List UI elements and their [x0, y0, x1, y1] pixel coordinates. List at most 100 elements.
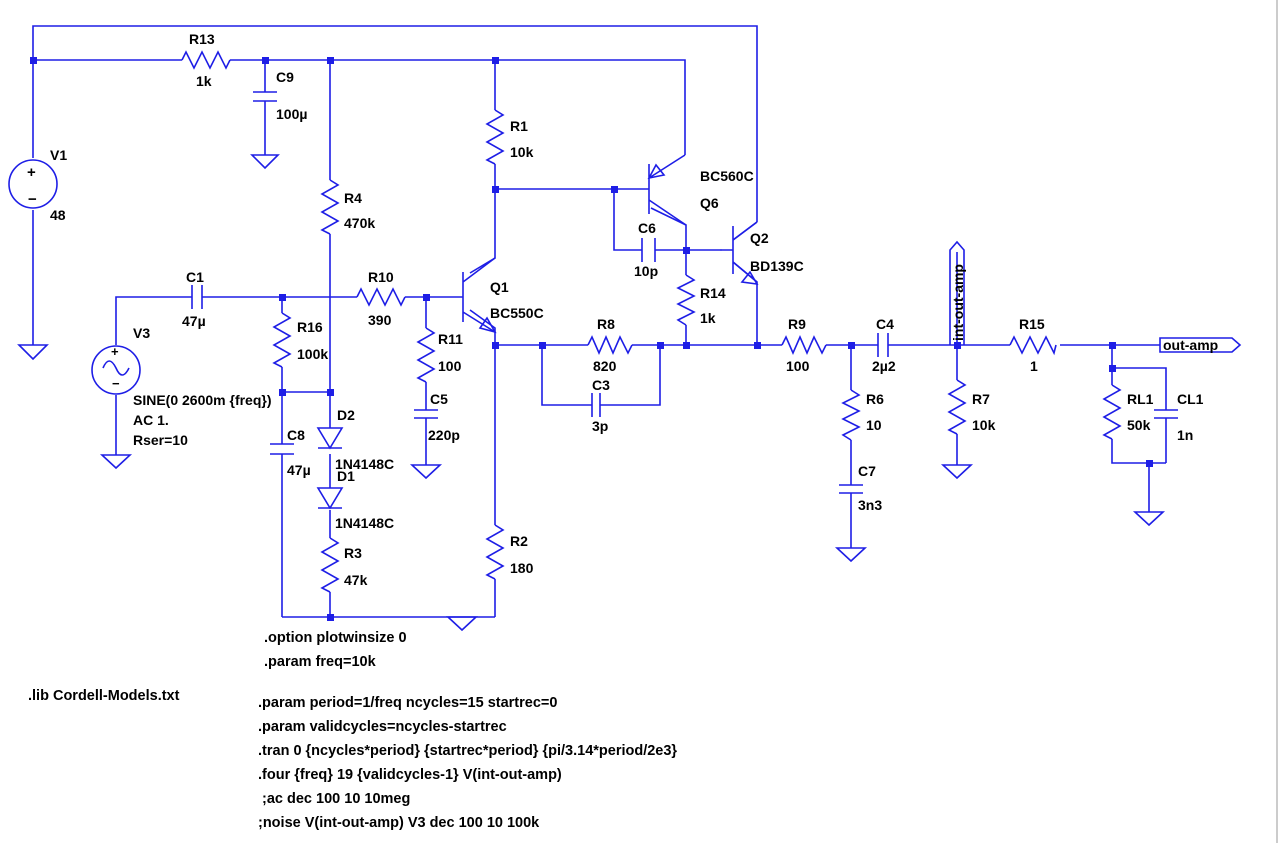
- ground-icon: [1132, 511, 1166, 527]
- c3-name: C3: [592, 377, 610, 393]
- ground-icon: [250, 154, 280, 170]
- r7-value: 10k: [972, 417, 996, 433]
- spice-directives: .option plotwinsize 0 .param freq=10k .l…: [28, 630, 677, 831]
- r11-symbol: [416, 327, 436, 383]
- r3-symbol: [320, 537, 340, 593]
- cl1-symbol: [1154, 409, 1178, 419]
- capacitor-symbols: [191, 91, 1178, 494]
- r16-symbol: [272, 312, 292, 368]
- resistor-symbols: [181, 50, 1122, 593]
- int-out-amp-label: int-out-amp: [950, 264, 966, 341]
- r13-name: R13: [189, 31, 215, 47]
- r16-value: 100k: [297, 346, 328, 362]
- q2-symbol: [722, 221, 759, 286]
- c4-symbol: [877, 333, 889, 357]
- c8-symbol: [270, 443, 294, 455]
- r1-name: R1: [510, 118, 528, 134]
- ground-icon: [834, 547, 868, 563]
- r10-symbol: [356, 287, 406, 307]
- net-flags: int-out-amp out-amp: [949, 240, 1242, 353]
- r6-value: 10: [866, 417, 882, 433]
- directive-param-freq: .param freq=10k: [264, 654, 377, 670]
- r6-name: R6: [866, 391, 884, 407]
- q1-name: Q1: [490, 279, 509, 295]
- r8-name: R8: [597, 316, 615, 332]
- r8-symbol: [587, 335, 633, 355]
- r2-value: 180: [510, 560, 534, 576]
- c3-symbol: [591, 393, 601, 417]
- directive-tran: .tran 0 {ncycles*period} {startrec*perio…: [258, 743, 677, 759]
- directive-ac: ;ac dec 100 10 10meg: [258, 791, 410, 807]
- int-out-amp-flag: [949, 240, 965, 345]
- plus-icon: +: [27, 164, 36, 181]
- r4-symbol: [320, 179, 340, 235]
- r14-value: 1k: [700, 310, 716, 326]
- out-amp-flag: [1159, 337, 1242, 353]
- v1-name: V1: [50, 147, 67, 163]
- r16-name: R16: [297, 319, 323, 335]
- directive-noise: ;noise V(int-out-amp) V3 dec 100 10 100k: [258, 815, 540, 831]
- d2-model: 1N4148C: [335, 456, 394, 472]
- out-amp-label: out-amp: [1163, 337, 1218, 353]
- r4-value: 470k: [344, 215, 375, 231]
- c7-value: 3n3: [858, 497, 882, 513]
- r9-symbol: [781, 335, 827, 355]
- directive-option: .option plotwinsize 0: [264, 630, 407, 646]
- grounds: [17, 154, 1166, 632]
- d1-symbol: [316, 487, 344, 510]
- r9-name: R9: [788, 316, 806, 332]
- r7-name: R7: [972, 391, 990, 407]
- r15-name: R15: [1019, 316, 1045, 332]
- component-labels: R13 1k C9 100µ V1 48 R1 10k R4 470k BC56…: [50, 31, 1204, 588]
- c5-value: 220p: [428, 427, 460, 443]
- v3-name: V3: [133, 325, 150, 341]
- c9-name: C9: [276, 69, 294, 85]
- diode-symbols: [316, 427, 344, 510]
- r1-value: 10k: [510, 144, 534, 160]
- directive-param-valid: .param validcycles=ncycles-startrec: [258, 719, 507, 735]
- d2-name: D2: [337, 407, 355, 423]
- c5-name: C5: [430, 391, 448, 407]
- junctions: [30, 57, 1153, 621]
- r14-name: R14: [700, 285, 726, 301]
- ground-icon: [99, 454, 133, 470]
- r15-value: 1: [1030, 358, 1038, 374]
- c6-value: 10p: [634, 263, 658, 279]
- c3-value: 3p: [592, 418, 608, 434]
- rl1-name: RL1: [1127, 391, 1154, 407]
- v3-rser: Rser=10: [133, 432, 188, 448]
- q1-symbol: [450, 257, 497, 334]
- q1-model: BC550C: [490, 305, 544, 321]
- wires: [32, 25, 1167, 618]
- r13-value: 1k: [196, 73, 212, 89]
- r3-value: 47k: [344, 572, 368, 588]
- ground-icon: [940, 464, 974, 480]
- rl1-symbol: [1102, 384, 1122, 440]
- r6-symbol: [841, 389, 861, 441]
- v1-symbol: [8, 159, 58, 209]
- svg-text:−: −: [112, 376, 120, 391]
- q6-model: BC560C: [700, 168, 754, 184]
- c7-symbol: [839, 484, 863, 494]
- directive-four: .four {freq} 19 {validcycles-1} V(int-ou…: [258, 767, 562, 783]
- c5-symbol: [414, 409, 438, 419]
- c1-value: 47µ: [182, 313, 206, 329]
- c1-symbol: [191, 285, 203, 309]
- c4-value: 2µ2: [872, 358, 896, 374]
- d1-model: 1N4148C: [335, 515, 394, 531]
- c8-name: C8: [287, 427, 305, 443]
- r13-symbol: [181, 50, 231, 70]
- q6-name: Q6: [700, 195, 719, 211]
- sources: + − + −: [8, 159, 141, 395]
- r2-symbol: [485, 524, 505, 580]
- c6-name: C6: [638, 220, 656, 236]
- r3-name: R3: [344, 545, 362, 561]
- transistor-symbols: [450, 154, 759, 334]
- r2-name: R2: [510, 533, 528, 549]
- ground-icon: [409, 464, 443, 480]
- d2-symbol: [316, 427, 344, 450]
- directive-lib: .lib Cordell-Models.txt: [28, 688, 180, 704]
- d1-name: D1: [337, 468, 355, 484]
- r9-value: 100: [786, 358, 810, 374]
- svg-text:+: +: [111, 344, 119, 359]
